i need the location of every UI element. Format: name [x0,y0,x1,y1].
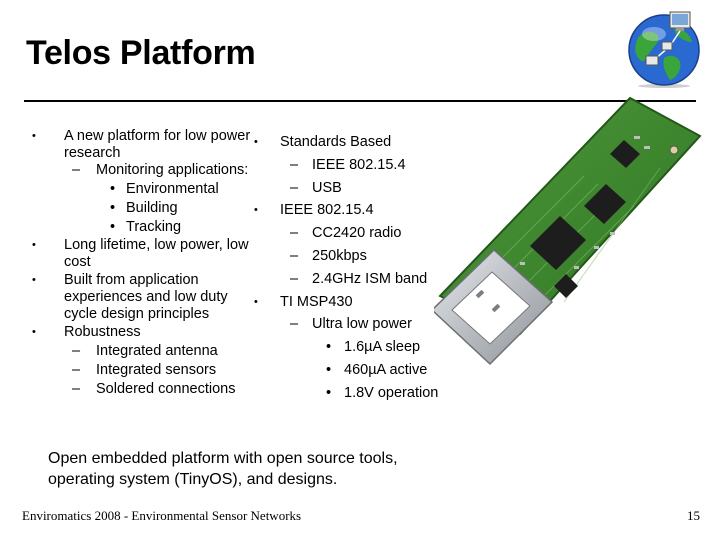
list-item: • IEEE 802.15.4 [252,199,462,222]
bullet-marker: • [32,274,36,286]
list-item: • Built from application experiences and… [28,272,258,323]
item-text: Soldered connections [96,381,236,397]
list-item: • 1.8V operation [252,382,462,405]
item-text: 1.6µA sleep [344,339,421,356]
bullet-marker: • [254,295,258,308]
list-item: • Robustness [28,324,258,341]
globe-network-icon [628,11,700,88]
dash-marker: – [72,381,81,397]
item-text: 250kbps [312,247,367,264]
list-item: • 1.6µA sleep [252,336,462,359]
dash-marker: – [72,343,81,359]
dash-marker: – [72,362,81,378]
item-text: 1.8V operation [344,384,439,401]
item-text: Long lifetime, low power, low cost [64,237,249,270]
list-item: – Integrated sensors [28,362,258,379]
item-text: 460µA active [344,361,428,378]
list-item: • Long lifetime, low power, low cost [28,237,258,271]
item-text: TI MSP430 [280,293,353,310]
dash-marker: – [290,247,299,264]
item-text: USB [312,179,342,196]
dash-marker: – [72,162,81,178]
item-text: Tracking [126,219,182,235]
bullet-marker: • [326,339,332,356]
right-bullet-list: • Standards Based – IEEE 802.15.4 – USB … [252,131,462,405]
list-item: – Monitoring applications: [28,162,258,179]
item-text: Integrated antenna [96,343,218,359]
slide-title: Telos Platform [26,34,256,72]
left-bullet-list: • A new platform for low power research … [28,128,258,398]
item-text: A new platform for low power research [64,128,251,161]
item-text: Built from application experiences and l… [64,272,228,322]
page-number: 15 [687,508,700,523]
item-text: Environmental [126,181,219,197]
list-item: • TI MSP430 [252,291,462,314]
item-text: Ultra low power [312,316,412,333]
list-item: – 250kbps [252,245,462,268]
list-item: – Ultra low power [252,313,462,336]
dash-marker: – [290,156,299,173]
dash-marker: – [290,316,299,333]
item-text: Standards Based [280,134,392,150]
summary-text: Open embedded platform with open source … [48,450,398,488]
item-text: Robustness [64,324,141,340]
list-item: • Tracking [28,219,258,236]
bullet-marker: • [110,200,116,216]
list-item: – USB [252,177,462,200]
list-item: – 2.4GHz ISM band [252,268,462,291]
telos-usb-board-image [434,96,702,366]
item-text: Monitoring applications: [96,162,249,178]
bullet-marker: • [32,326,36,338]
list-item: – CC2420 radio [252,222,462,245]
bullet-marker: • [32,130,36,142]
bullet-marker: • [326,384,332,401]
list-item: • A new platform for low power research [28,128,258,162]
dash-marker: – [290,270,299,287]
list-item: • Environmental [28,181,258,198]
list-item: • Building [28,200,258,217]
bullet-marker: • [110,219,116,235]
slide-footer: Enviromatics 2008 - Environmental Sensor… [22,508,302,523]
item-text: Integrated sensors [96,362,217,378]
bullet-marker: • [32,239,36,251]
item-text: Building [126,200,178,216]
item-text: CC2420 radio [312,225,402,242]
bullet-marker: • [326,361,332,378]
item-text: 2.4GHz ISM band [312,270,428,287]
list-item: – Soldered connections [28,381,258,398]
list-item: – Integrated antenna [28,343,258,360]
dash-marker: – [290,179,299,196]
list-item: – IEEE 802.15.4 [252,154,462,177]
title-divider [24,100,696,102]
bullet-marker: • [110,181,116,197]
bullet-marker: • [254,204,258,217]
item-text: IEEE 802.15.4 [312,156,406,173]
dash-marker: – [290,225,299,242]
item-text: IEEE 802.15.4 [280,202,374,219]
bullet-marker: • [254,136,258,148]
list-item: • 460µA active [252,359,462,382]
list-item: • Standards Based [252,131,462,154]
